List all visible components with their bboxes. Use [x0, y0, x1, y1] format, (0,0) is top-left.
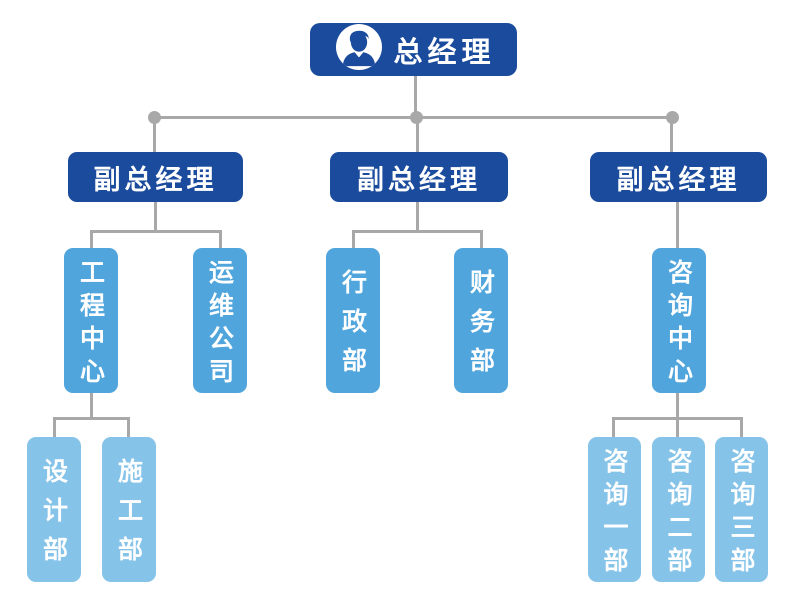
connector-line [416, 202, 419, 233]
connector-line [480, 230, 483, 249]
connector-line [53, 417, 130, 420]
connector-line [676, 417, 679, 438]
node-label: 副总经理 [357, 164, 481, 196]
node-label: 工程中心 [76, 258, 106, 391]
node-deputy-general-manager-1: 副总经理 [68, 152, 243, 202]
node-operations-company: 运维公司 [193, 248, 247, 393]
node-design-dept: 设计部 [27, 437, 81, 582]
node-deputy-general-manager-3: 副总经理 [590, 152, 767, 202]
connector-line [352, 230, 483, 233]
node-label: 财务部 [466, 269, 496, 386]
node-label: 咨询二部 [664, 447, 693, 580]
node-finance-dept: 财务部 [454, 248, 508, 393]
node-consulting-dept-1: 咨询一部 [588, 437, 641, 582]
node-admin-dept: 行政部 [326, 248, 380, 393]
node-label: 咨询中心 [664, 258, 694, 391]
connector-line [612, 417, 615, 438]
node-label: 咨询三部 [727, 447, 756, 580]
connector-line [53, 417, 56, 438]
connector-line [414, 76, 417, 119]
node-label: 总经理 [393, 34, 496, 69]
connector-line [676, 393, 679, 420]
connector-line [153, 117, 156, 152]
connector-line [154, 202, 157, 233]
node-consulting-dept-3: 咨询三部 [715, 437, 768, 582]
node-label: 施工部 [114, 458, 144, 575]
connector-line [676, 202, 679, 249]
node-consulting-center: 咨询中心 [652, 248, 706, 393]
node-deputy-general-manager-2: 副总经理 [330, 152, 508, 202]
connector-line [670, 117, 673, 152]
node-label: 运维公司 [205, 258, 235, 391]
node-label: 咨询一部 [600, 447, 629, 580]
node-label: 设计部 [39, 458, 69, 575]
node-label: 副总经理 [93, 164, 218, 196]
node-engineering-center: 工程中心 [64, 248, 118, 393]
node-consulting-dept-2: 咨询二部 [652, 437, 705, 582]
connector-line [90, 230, 93, 249]
node-label: 副总经理 [616, 164, 741, 196]
connector-line [90, 393, 93, 420]
connector-line [219, 230, 222, 249]
connector-line [90, 230, 222, 233]
node-label: 行政部 [338, 269, 368, 386]
connector-line [127, 417, 130, 438]
connector-line [352, 230, 355, 249]
connector-line [740, 417, 743, 438]
connector-line [416, 117, 419, 152]
businessman-avatar-icon [336, 23, 382, 70]
node-construction-dept: 施工部 [102, 437, 156, 582]
node-general-manager: 总经理 [310, 23, 517, 76]
